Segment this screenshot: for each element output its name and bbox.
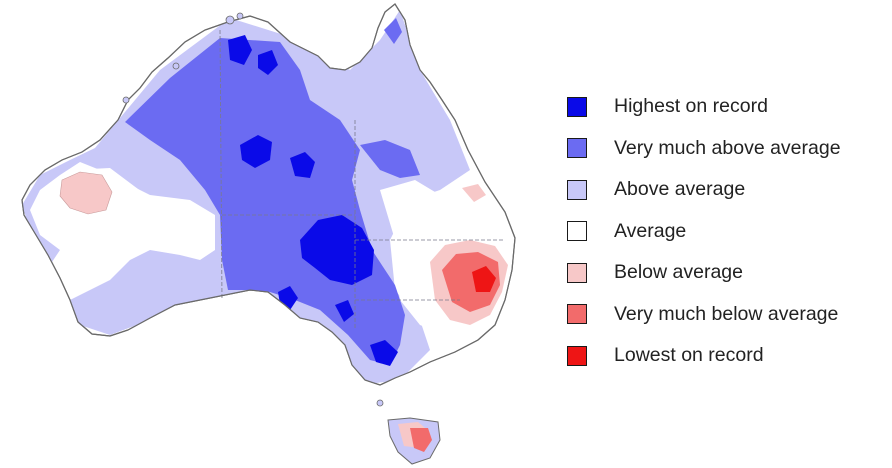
legend-swatch-lowest [567,345,587,366]
region-highest-southeast [370,340,398,366]
legend-item-below: Below average [567,252,887,294]
legend-label: Lowest on record [614,344,764,367]
legend-item-average: Average [567,211,887,253]
region-very-much-above-cape [384,18,402,44]
legend-swatch-above [567,179,587,200]
region-below-average-west [59,171,113,215]
legend-swatch-below [567,262,587,283]
region-below-average-northeast [462,184,486,202]
legend-item-above: Above average [567,169,887,211]
coastline [21,3,516,386]
legend-item-highest: Highest on record [567,86,887,128]
region-highest-center-1 [240,135,272,168]
region-highest-south-2 [335,300,354,322]
legend-swatch-very-much-below [567,304,587,325]
islands [122,12,384,407]
region-very-much-above-northeast [360,140,420,178]
tasmania [387,417,441,465]
legend-swatch-highest [567,96,587,117]
legend-label: Above average [614,178,746,201]
legend-label: Highest on record [614,95,768,118]
region-lowest-on-record [472,266,496,292]
region-highest-north [228,35,252,65]
australia-map [21,3,516,465]
region-highest-center-2 [290,152,315,178]
legend-item-very-much-below: Very much below average [567,294,887,336]
legend-label: Very much above average [614,136,841,159]
state-borders [219,29,505,330]
region-very-much-above-average [125,38,405,365]
region-highest-north-2 [258,50,278,75]
legend-swatch-very-much-above [567,138,587,159]
map-svg [21,3,516,465]
legend-item-very-much-above: Very much above average [567,128,887,170]
legend-item-lowest: Lowest on record [567,335,887,377]
legend-swatch-average [567,221,587,242]
region-highest-south-central [300,215,374,285]
anomaly-layers [22,10,508,385]
legend-label: Very much below average [614,302,839,325]
legend-label: Below average [614,261,743,284]
legend-label: Average [614,219,687,242]
